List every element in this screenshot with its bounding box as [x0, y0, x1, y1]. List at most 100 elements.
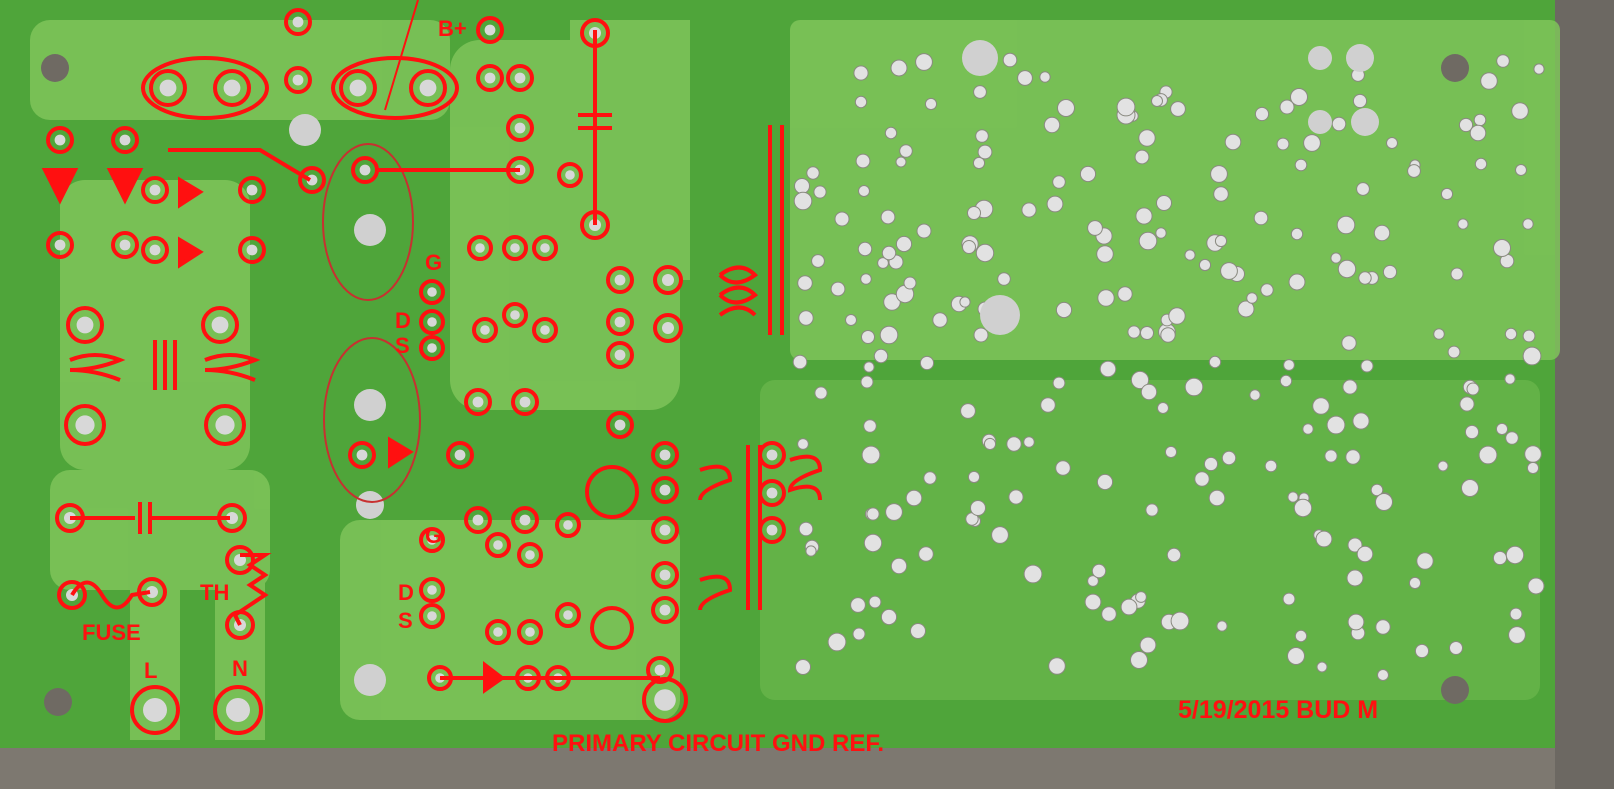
- solder-pad: [1496, 54, 1510, 68]
- solder-pad: [614, 349, 626, 361]
- solder-pad: [863, 533, 883, 553]
- solder-pad: [903, 276, 917, 290]
- cap-outline-1: [141, 56, 269, 120]
- solder-pad: [149, 244, 161, 256]
- solder-pad: [1164, 445, 1178, 459]
- solder-pad: [1458, 117, 1474, 133]
- solder-pad: [1493, 239, 1511, 257]
- pad-marker: [298, 166, 326, 194]
- pad-marker: [651, 441, 679, 469]
- solder-pad: [1373, 224, 1391, 242]
- solder-pad: [519, 514, 531, 526]
- solder-pad: [1447, 345, 1461, 359]
- solder-pad: [918, 546, 934, 562]
- solder-pad: [919, 355, 935, 371]
- solder-pad: [1087, 575, 1099, 587]
- large-pad: [356, 491, 384, 519]
- solder-pad: [792, 354, 808, 370]
- solder-pad: [975, 243, 995, 263]
- solder-pad: [119, 134, 131, 146]
- label-source-2: S: [398, 608, 413, 633]
- pad-marker: [111, 126, 139, 154]
- solder-pad: [1464, 424, 1480, 440]
- solder-pad: [879, 325, 899, 345]
- solder-pad: [1312, 397, 1330, 415]
- solder-pad: [1515, 164, 1527, 176]
- solder-pad: [861, 445, 881, 465]
- solder-pad: [1352, 93, 1368, 109]
- solder-pad: [905, 489, 923, 507]
- solder-pad: [1358, 271, 1372, 285]
- solder-pad: [1140, 383, 1158, 401]
- solder-pad: [614, 274, 626, 286]
- solder-pad: [1203, 456, 1219, 472]
- solder-pad: [1522, 329, 1536, 343]
- solder-pad: [1160, 327, 1176, 343]
- solder-pad: [1168, 307, 1186, 325]
- large-pad: [1308, 110, 1332, 134]
- solder-pad: [860, 375, 874, 389]
- solder-pad: [1220, 262, 1238, 280]
- solder-pad: [1260, 283, 1274, 297]
- pad-marker: [46, 231, 74, 259]
- solder-pad: [797, 438, 809, 450]
- solder-pad: [845, 314, 857, 326]
- solder-pad: [1055, 460, 1071, 476]
- solder-pad: [1433, 328, 1445, 340]
- solder-pad: [1526, 461, 1540, 475]
- pad-marker: [201, 306, 239, 344]
- solder-pad: [149, 184, 161, 196]
- solder-pad: [861, 330, 875, 344]
- solder-pad: [855, 153, 871, 169]
- solder-pad: [1135, 207, 1153, 225]
- solder-pad: [514, 122, 526, 134]
- solder-pad: [997, 272, 1011, 286]
- solder-pad: [1127, 325, 1141, 339]
- pad-marker: [485, 619, 511, 645]
- solder-pad: [1437, 460, 1449, 472]
- solder-pad: [1023, 564, 1043, 584]
- pad-marker: [225, 545, 255, 575]
- solder-pad: [1084, 593, 1102, 611]
- label-b-plus: B+: [438, 16, 467, 41]
- solder-pad: [1492, 550, 1508, 566]
- pad-marker: [472, 317, 498, 343]
- pad-marker: [57, 580, 87, 610]
- solder-pad: [797, 275, 813, 291]
- solder-pad: [1055, 301, 1073, 319]
- solder-pad: [1057, 99, 1075, 117]
- pad-marker: [555, 602, 581, 628]
- solder-pad: [484, 72, 496, 84]
- solder-pad: [1533, 63, 1545, 75]
- solder-pad: [475, 243, 485, 253]
- pad-marker: [149, 69, 187, 107]
- solder-pad: [811, 254, 825, 268]
- large-pad: [354, 214, 386, 246]
- solder-pad: [1330, 252, 1342, 264]
- pad-marker: [409, 69, 447, 107]
- solder-pad: [991, 526, 1009, 544]
- pad-marker: [204, 404, 246, 446]
- label-drain-2: D: [398, 580, 414, 605]
- solder-pad: [1140, 326, 1154, 340]
- pad-marker: [284, 8, 312, 36]
- pad-marker: [419, 309, 445, 335]
- solder-pad: [857, 241, 873, 257]
- solder-pad: [858, 185, 870, 197]
- pad-marker: [446, 441, 474, 469]
- solder-pad: [827, 632, 847, 652]
- solder-pad: [1043, 116, 1061, 134]
- solder-pad: [226, 512, 238, 524]
- solder-pad: [563, 610, 573, 620]
- solder-pad: [1157, 402, 1169, 414]
- solder-pad: [884, 126, 898, 140]
- solder-pad: [1495, 422, 1509, 436]
- solder-pad: [454, 449, 466, 461]
- solder-pad: [1294, 629, 1308, 643]
- solder-pad: [211, 316, 229, 334]
- cap-outline-2: [331, 56, 459, 120]
- solder-pad: [1017, 70, 1033, 86]
- solder-pad: [967, 470, 981, 484]
- solder-pad: [1145, 503, 1159, 517]
- solder-pad: [766, 449, 778, 461]
